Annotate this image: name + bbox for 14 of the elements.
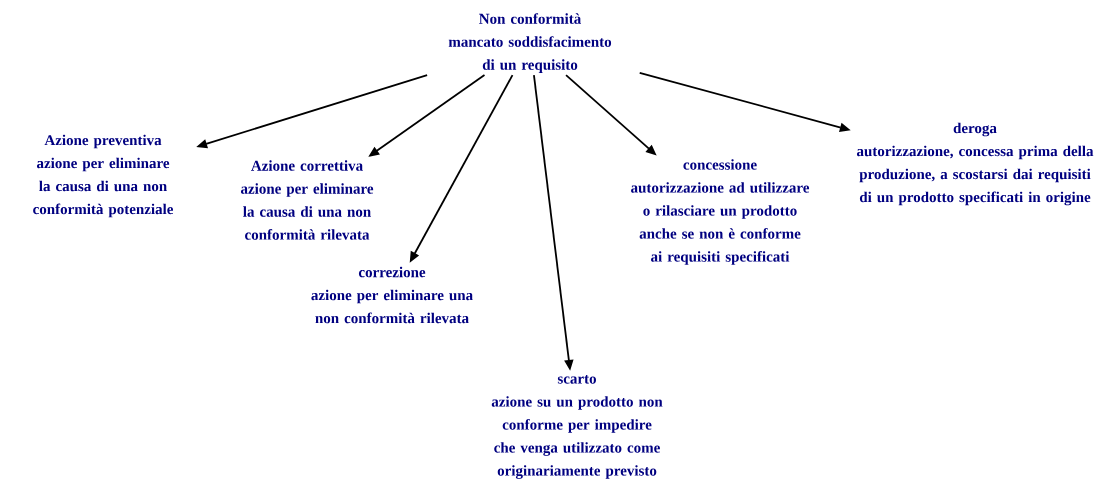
term-heading: correzione <box>358 266 426 278</box>
term-heading: Azione preventiva <box>44 134 162 149</box>
definition-text: azione per eliminare la causa di una non conformità rilevata <box>241 183 374 240</box>
definition-text: autorizzazione, concessa prima della produzione, a scostarsi dai requisiti di un prodotto specificati in origine <box>856 145 1094 206</box>
definition-text: mancato soddisfacimento di un requisito <box>448 36 612 73</box>
term-heading: deroga <box>953 122 997 137</box>
term-heading: Azione correttiva <box>251 160 363 171</box>
term-heading: scarto <box>557 375 596 384</box>
definition-text: azione per eliminare la causa di una non conformità potenziale <box>33 157 174 218</box>
term-heading: concessione <box>683 159 757 170</box>
definition-text: azione su un prodotto non conforme per impedire che venga utilizzato come originariamente previsto <box>491 396 663 479</box>
definition-text: autorizzazione ad utilizzare o rilasciare un prodotto anche se non è conforme ai requisiti specificati <box>631 182 810 265</box>
term-heading: Non conformità <box>479 13 581 24</box>
definition-text: azione per eliminare una non conformità rilevata <box>311 289 473 324</box>
